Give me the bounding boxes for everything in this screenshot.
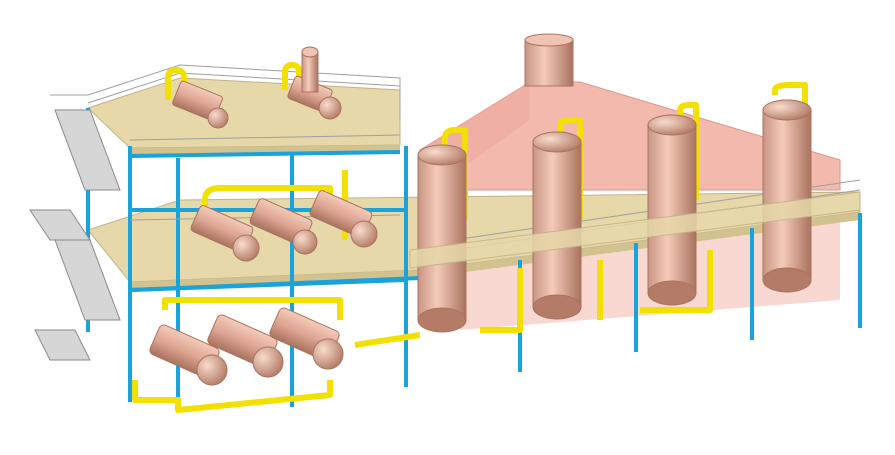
upper-deck xyxy=(87,77,401,158)
top-stack xyxy=(524,33,574,87)
drum-3 xyxy=(647,114,697,306)
middle-deck-exchangers xyxy=(190,190,378,262)
lower-deck-exchangers xyxy=(149,307,344,386)
drum-1 xyxy=(417,144,467,333)
yellow-pipework xyxy=(132,62,808,413)
drum-2 xyxy=(532,131,582,320)
stair-flights xyxy=(29,109,121,361)
drum-walkway xyxy=(409,191,861,269)
drum-4 xyxy=(762,99,812,293)
vertical-drums xyxy=(417,99,812,333)
upper-deck-exchangers xyxy=(172,46,342,129)
